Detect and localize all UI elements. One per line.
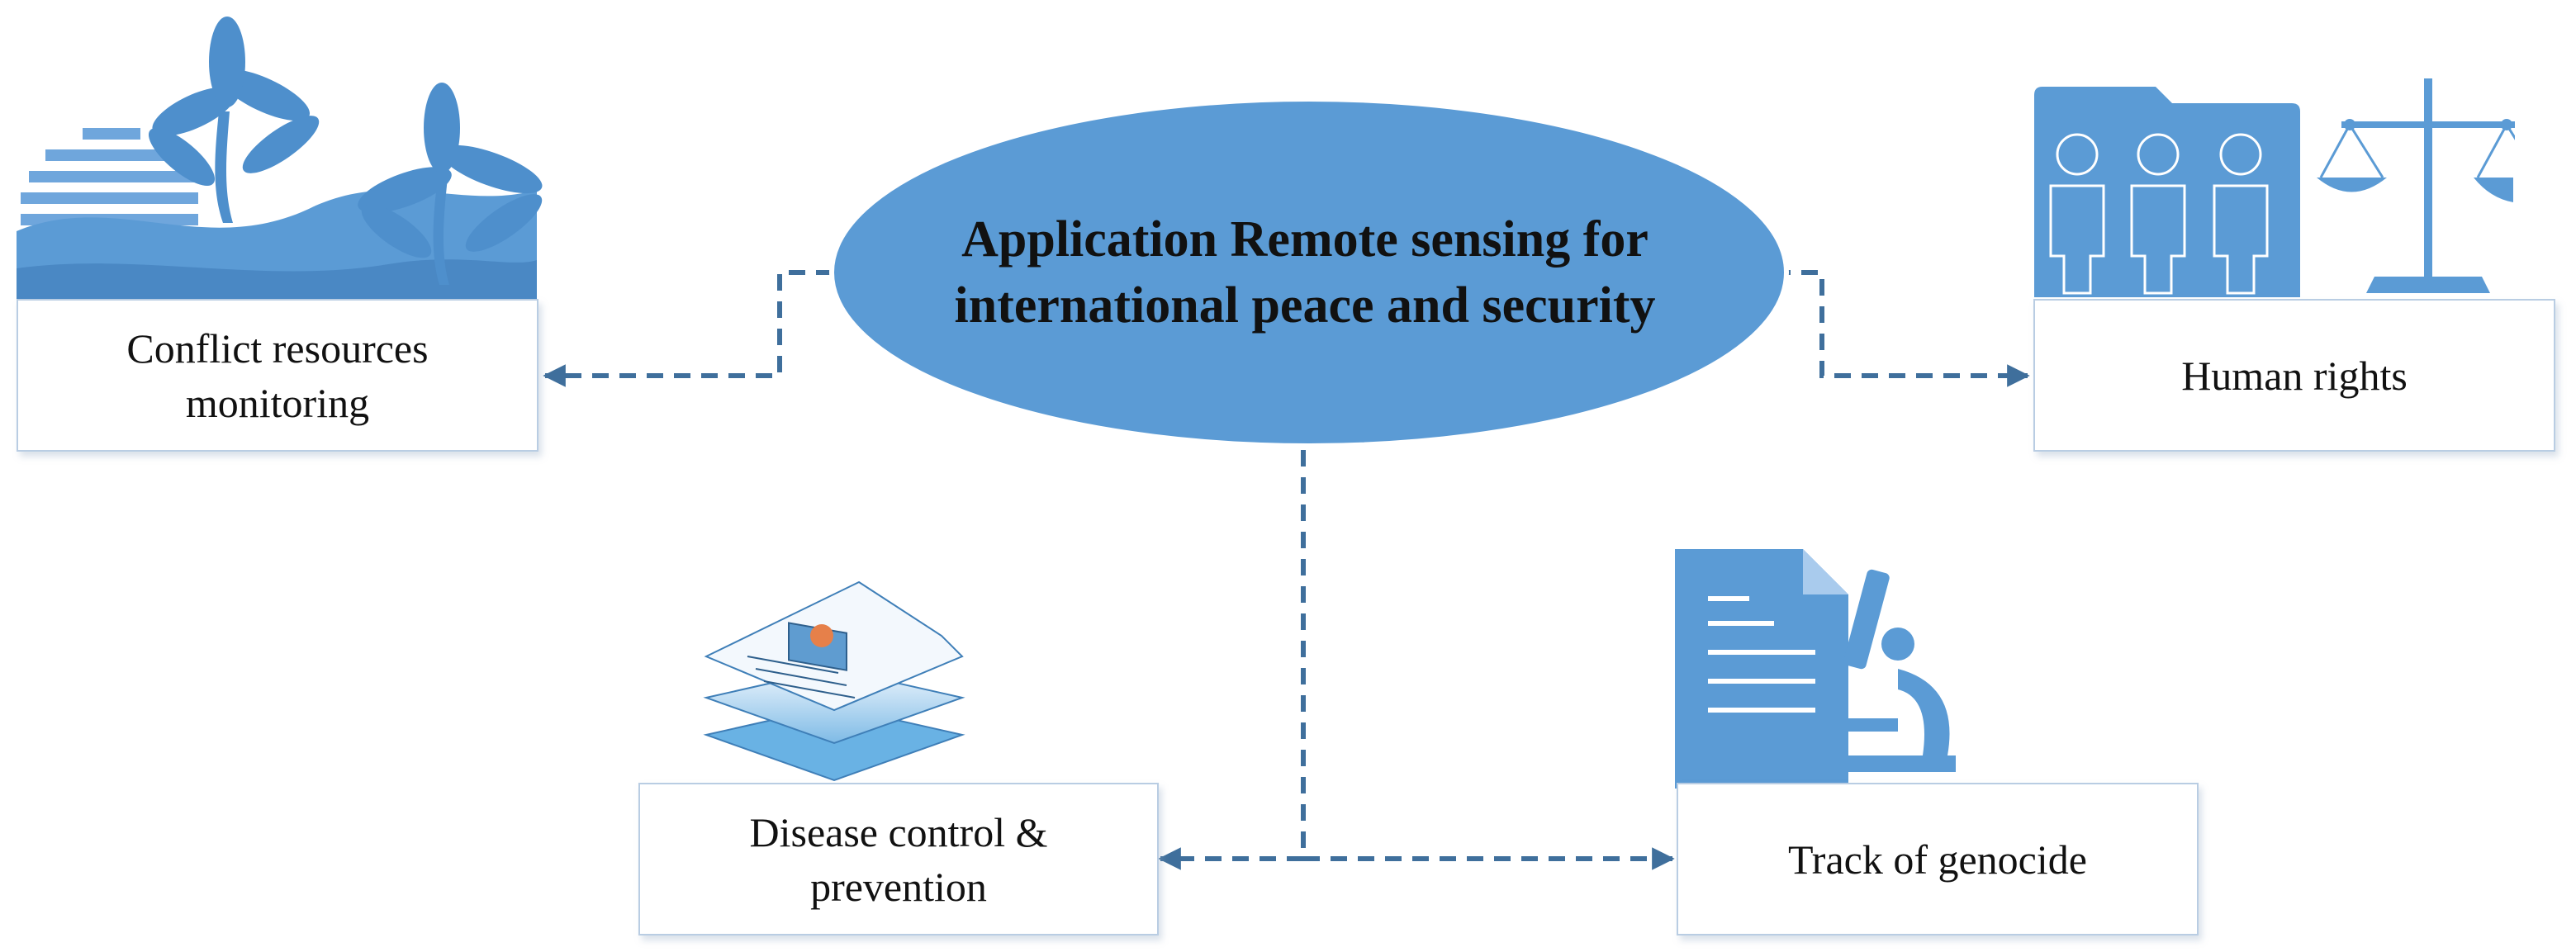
genocide-label: Track of genocide <box>1788 836 2087 883</box>
node-conflict-resources: Conflict resources monitoring <box>17 299 538 452</box>
palm-island-icon <box>17 17 543 301</box>
human-rights-label: Human rights <box>2181 352 2408 399</box>
center-label-line2: international peace and security <box>954 277 1656 334</box>
center-ellipse <box>829 97 1789 448</box>
node-human-rights: Human rights <box>2033 299 2555 452</box>
center-label-line1: Application Remote sensing for <box>961 211 1649 268</box>
disease-label-line1: Disease control & <box>749 808 1048 855</box>
people-scales-icon <box>2034 78 2515 297</box>
center-label: Application Remote sensing for internati… <box>834 173 1776 372</box>
connector-to-conflict <box>543 270 833 387</box>
disease-label-line2: prevention <box>810 863 987 910</box>
document-microscope-icon <box>1675 549 1956 789</box>
conflict-label-line1: Conflict resources <box>126 324 429 372</box>
node-track-genocide: Track of genocide <box>1677 783 2199 935</box>
conflict-label-line2: monitoring <box>185 379 370 426</box>
connector-to-human-rights <box>1774 270 2030 387</box>
document-stack-icon <box>703 580 965 782</box>
node-disease-control: Disease control & prevention <box>638 783 1159 935</box>
